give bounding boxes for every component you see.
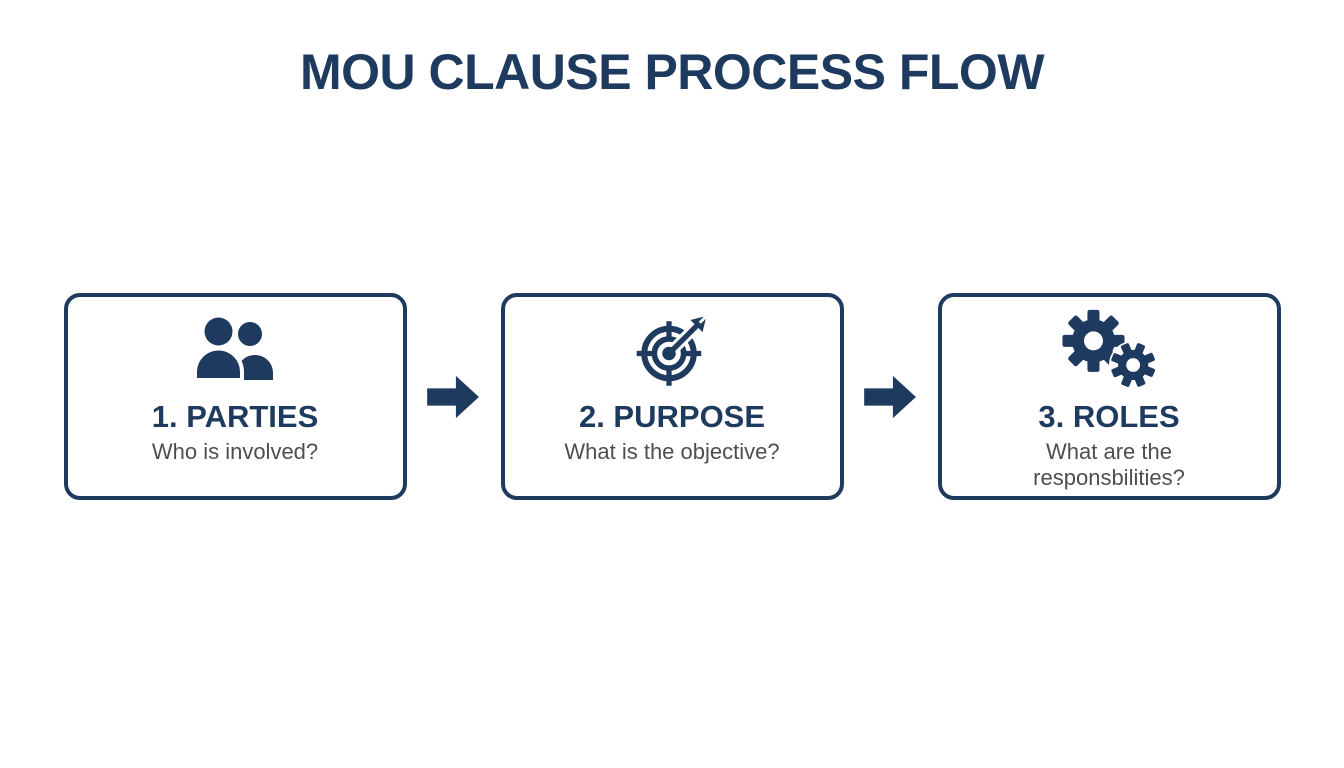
step-box-roles: 3. ROLES What are the responsbilities?: [937, 293, 1281, 500]
step-box-parties: 1. PARTIES Who is involved?: [63, 293, 407, 500]
step-subtitle: What are the responsbilities?: [1033, 438, 1185, 491]
step-box-purpose: 2. PURPOSE What is the objective?: [500, 293, 844, 500]
arrow-right-icon: [426, 374, 481, 420]
people-icon: [191, 309, 279, 389]
process-flow-row: 1. PARTIES Who is involved?: [0, 293, 1344, 500]
gears-icon: [1059, 309, 1159, 389]
step-subtitle: What is the objective?: [564, 438, 780, 464]
step-heading: 3. ROLES: [1038, 399, 1180, 434]
arrow-right-icon: [863, 374, 918, 420]
step-subtitle: Who is involved?: [151, 438, 319, 464]
step-heading: 1. PARTIES: [151, 399, 319, 434]
step-heading: 2. PURPOSE: [578, 399, 766, 434]
target-arrow-icon: [630, 309, 714, 389]
diagram-title: MOU CLAUSE PROCESS FLOW: [299, 44, 1045, 100]
